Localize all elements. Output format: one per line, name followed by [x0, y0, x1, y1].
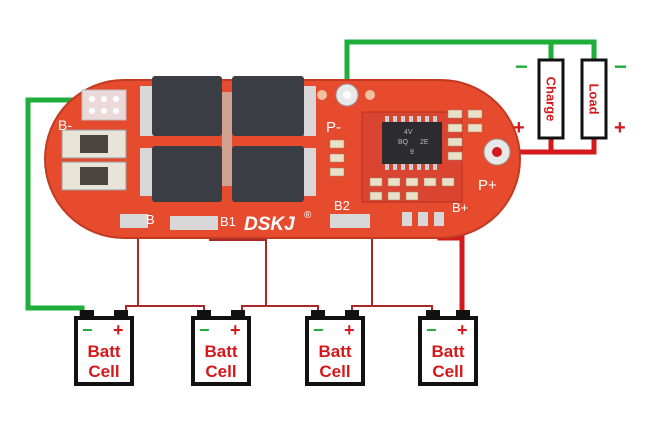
battery-cell-4: − + Batt Cell [418, 310, 478, 386]
b-pad [120, 214, 148, 228]
charge-minus-sign: − [515, 54, 528, 79]
label-b-minus: B- [58, 117, 72, 133]
svg-text:4V: 4V [404, 129, 413, 136]
chip-markings: 4V BQ 2E 9 [398, 129, 429, 156]
svg-text:+: + [230, 320, 241, 340]
load-minus-sign: − [614, 54, 627, 79]
svg-text:Batt: Batt [204, 342, 237, 361]
label-b2: B2 [334, 198, 350, 213]
svg-text:−: − [426, 320, 437, 340]
charge-device: Charge [537, 58, 565, 140]
b2-pad [330, 214, 370, 228]
load-device: Load [580, 58, 608, 140]
svg-text:Batt: Batt [431, 342, 464, 361]
svg-text:Batt: Batt [318, 342, 351, 361]
label-b1: B1 [220, 214, 236, 229]
green-wire-p-minus [344, 39, 597, 93]
left-resistors [61, 129, 127, 191]
svg-text:+: + [113, 320, 124, 340]
svg-text:−: − [199, 320, 210, 340]
svg-text:+: + [457, 320, 468, 340]
charge-label: Charge [544, 77, 559, 122]
battery-cell-2: − + Batt Cell [191, 310, 251, 386]
protection-ic [382, 122, 442, 164]
protection-board [44, 76, 521, 239]
charge-plus-sign: + [513, 117, 525, 139]
label-p-plus: P+ [478, 177, 497, 194]
svg-text:−: − [82, 320, 93, 340]
svg-text:−: − [313, 320, 324, 340]
registered-mark: ® [304, 210, 312, 221]
b-minus-pad [81, 89, 127, 121]
board-brand: DSKJ [244, 214, 295, 235]
label-p-minus: P- [326, 119, 341, 136]
label-b: B [146, 212, 155, 227]
mosfets [140, 76, 316, 202]
battery-cell-3: − + Batt Cell [305, 310, 365, 386]
svg-text:+: + [344, 320, 355, 340]
load-plus-sign: + [614, 117, 626, 139]
smd-components [329, 109, 483, 201]
svg-text:Cell: Cell [88, 362, 119, 381]
svg-text:2E: 2E [420, 139, 429, 146]
red-wire-p-plus [497, 138, 597, 155]
label-b-plus: B+ [452, 200, 468, 215]
svg-text:Cell: Cell [205, 362, 236, 381]
b1-pad [170, 216, 218, 230]
load-label: Load [587, 83, 602, 114]
svg-text:Cell: Cell [319, 362, 350, 381]
svg-text:BQ: BQ [398, 139, 409, 146]
b-plus-pins [402, 212, 444, 226]
svg-text:Cell: Cell [432, 362, 463, 381]
svg-text:Batt: Batt [87, 342, 120, 361]
svg-text:9: 9 [410, 149, 414, 156]
battery-cell-1: − + Batt Cell [74, 310, 134, 386]
